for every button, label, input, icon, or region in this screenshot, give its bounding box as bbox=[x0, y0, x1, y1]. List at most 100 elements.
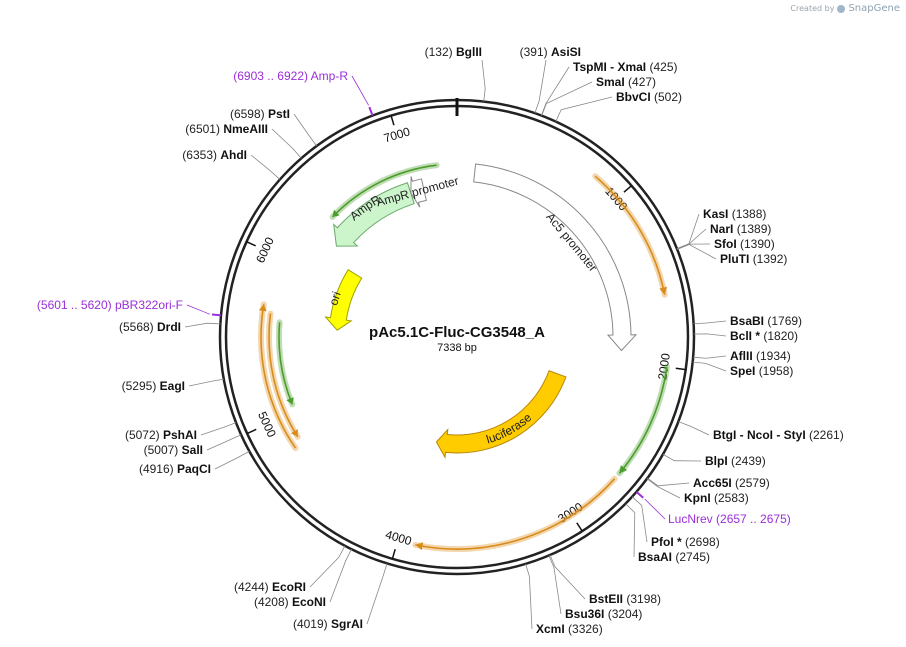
primer-range: (2657 .. 2675) bbox=[716, 512, 791, 526]
site-leader bbox=[693, 333, 727, 337]
primer-mark bbox=[635, 491, 644, 499]
site-name: EcoRI bbox=[272, 580, 306, 594]
site-name: BglII bbox=[456, 45, 482, 59]
site-position: (2745) bbox=[675, 550, 710, 564]
snapgene-logo-icon bbox=[837, 4, 846, 13]
site-name: SfoI bbox=[714, 237, 737, 251]
primer-name: Amp-R bbox=[311, 69, 349, 83]
tick-label: 2000 bbox=[655, 352, 673, 381]
snapgene-credit: Created by SnapGene bbox=[790, 3, 900, 14]
site-position: (5568) bbox=[119, 320, 154, 334]
site-label-bsaai: BsaAI (2745) bbox=[638, 550, 710, 564]
site-label-bsu36i: Bsu36I (3204) bbox=[565, 607, 642, 621]
primer-mark bbox=[211, 313, 222, 317]
site-position: (1388) bbox=[732, 207, 767, 221]
site-leader bbox=[662, 453, 702, 462]
site-position: (3198) bbox=[626, 592, 661, 606]
site-label-psti: (6598) PstI bbox=[230, 107, 290, 121]
site-position: (1392) bbox=[753, 252, 788, 266]
credit-brand: SnapGene bbox=[848, 3, 900, 14]
site-label-bsabi: BsaBI (1769) bbox=[730, 314, 802, 328]
orf-line bbox=[415, 478, 616, 550]
site-label-smai: SmaI (427) bbox=[596, 75, 656, 89]
credit-prefix: Created by bbox=[790, 4, 835, 13]
site-label-acc65i: Acc65I (2579) bbox=[693, 476, 770, 490]
site-leader bbox=[676, 243, 711, 250]
site-label-pfoi: PfoI * (2698) bbox=[651, 535, 720, 549]
primer-label: (6903 .. 6922) Amp-R bbox=[233, 69, 348, 83]
site-position: (3204) bbox=[608, 607, 643, 621]
feature-arrow-ampr bbox=[333, 182, 415, 247]
site-label-sgrai: (4019) SgrAI bbox=[293, 617, 363, 631]
primer-leader bbox=[644, 498, 666, 520]
site-name: SmaI bbox=[596, 75, 625, 89]
site-leader bbox=[525, 563, 533, 630]
site-name: BtgI - NcoI - StyI bbox=[713, 428, 806, 442]
site-name: AsiSI bbox=[551, 45, 581, 59]
site-leader bbox=[677, 244, 717, 260]
orf-line bbox=[278, 322, 294, 405]
map-center-title: pAc5.1C-Fluc-CG3548_A 7338 bp bbox=[369, 324, 545, 354]
site-label-paqci: (4916) PaqCI bbox=[139, 462, 211, 476]
orf-arrowhead bbox=[415, 542, 424, 551]
tick-mark bbox=[246, 428, 257, 435]
feature-label: ori bbox=[326, 290, 343, 307]
site-label-tspmi-xmai: TspMI - XmaI (425) bbox=[573, 60, 677, 74]
site-leader bbox=[549, 554, 586, 600]
primer-range: (6903 .. 6922) bbox=[233, 69, 308, 83]
plasmid-backbone bbox=[218, 98, 696, 576]
site-position: (502) bbox=[654, 90, 682, 104]
site-name: EcoNI bbox=[292, 595, 326, 609]
site-leader bbox=[676, 213, 700, 249]
site-label-spei: SpeI (1958) bbox=[730, 364, 793, 378]
site-label-kasi: KasI (1388) bbox=[703, 207, 766, 221]
site-label-kpni: KpnI (2583) bbox=[684, 491, 749, 505]
site-name: BbvCI bbox=[616, 90, 651, 104]
site-leader bbox=[647, 477, 690, 487]
orf-line bbox=[268, 313, 299, 438]
site-position: (2698) bbox=[685, 535, 720, 549]
site-name: BsaAI bbox=[638, 550, 672, 564]
site-name: AflII bbox=[730, 349, 753, 363]
primer-range: (5601 .. 5620) bbox=[37, 298, 112, 312]
site-leader bbox=[555, 96, 613, 122]
site-position: (4208) bbox=[254, 595, 289, 609]
site-position: (132) bbox=[425, 45, 453, 59]
site-leader bbox=[625, 503, 636, 558]
tick-mark bbox=[390, 115, 395, 126]
site-leader bbox=[200, 422, 237, 436]
site-label-bsteii: BstEII (3198) bbox=[589, 592, 661, 606]
site-position: (1389) bbox=[737, 222, 772, 236]
orf-arrowhead bbox=[290, 429, 298, 437]
site-leader bbox=[693, 355, 727, 359]
site-position: (4019) bbox=[293, 617, 328, 631]
orf-line bbox=[331, 164, 437, 218]
primer-label: LucNrev (2657 .. 2675) bbox=[668, 512, 791, 526]
site-name: KpnI bbox=[684, 491, 711, 505]
site-label-asisi: (391) AsiSI bbox=[520, 45, 581, 59]
site-leader bbox=[541, 81, 593, 116]
site-position: (425) bbox=[649, 60, 677, 74]
site-name: AhdI bbox=[220, 148, 247, 162]
site-leader bbox=[693, 320, 727, 325]
feature-arrow-ampr-promoter bbox=[410, 176, 427, 208]
site-label-pshai: (5072) PshAI bbox=[125, 428, 197, 442]
orf-arrowhead bbox=[258, 304, 267, 312]
plasmid-name: pAc5.1C-Fluc-CG3548_A bbox=[369, 324, 545, 341]
site-name: TspMI - XmaI bbox=[573, 60, 646, 74]
site-name: Acc65I bbox=[693, 476, 732, 490]
site-name: NmeAIII bbox=[223, 122, 268, 136]
site-name: DrdI bbox=[157, 320, 181, 334]
site-leader bbox=[293, 113, 318, 147]
site-leader bbox=[329, 549, 352, 603]
site-name: BsaBI bbox=[730, 314, 764, 328]
site-label-bbvci: BbvCI (502) bbox=[616, 90, 682, 104]
primer-mark bbox=[368, 106, 374, 116]
site-leader bbox=[271, 128, 302, 159]
site-label-pluti: PluTI (1392) bbox=[720, 252, 787, 266]
site-position: (1769) bbox=[767, 314, 802, 328]
orf-arrowhead bbox=[619, 465, 628, 474]
orf-arrowhead bbox=[659, 286, 668, 295]
site-position: (1820) bbox=[763, 329, 798, 343]
site-leader bbox=[534, 59, 547, 114]
